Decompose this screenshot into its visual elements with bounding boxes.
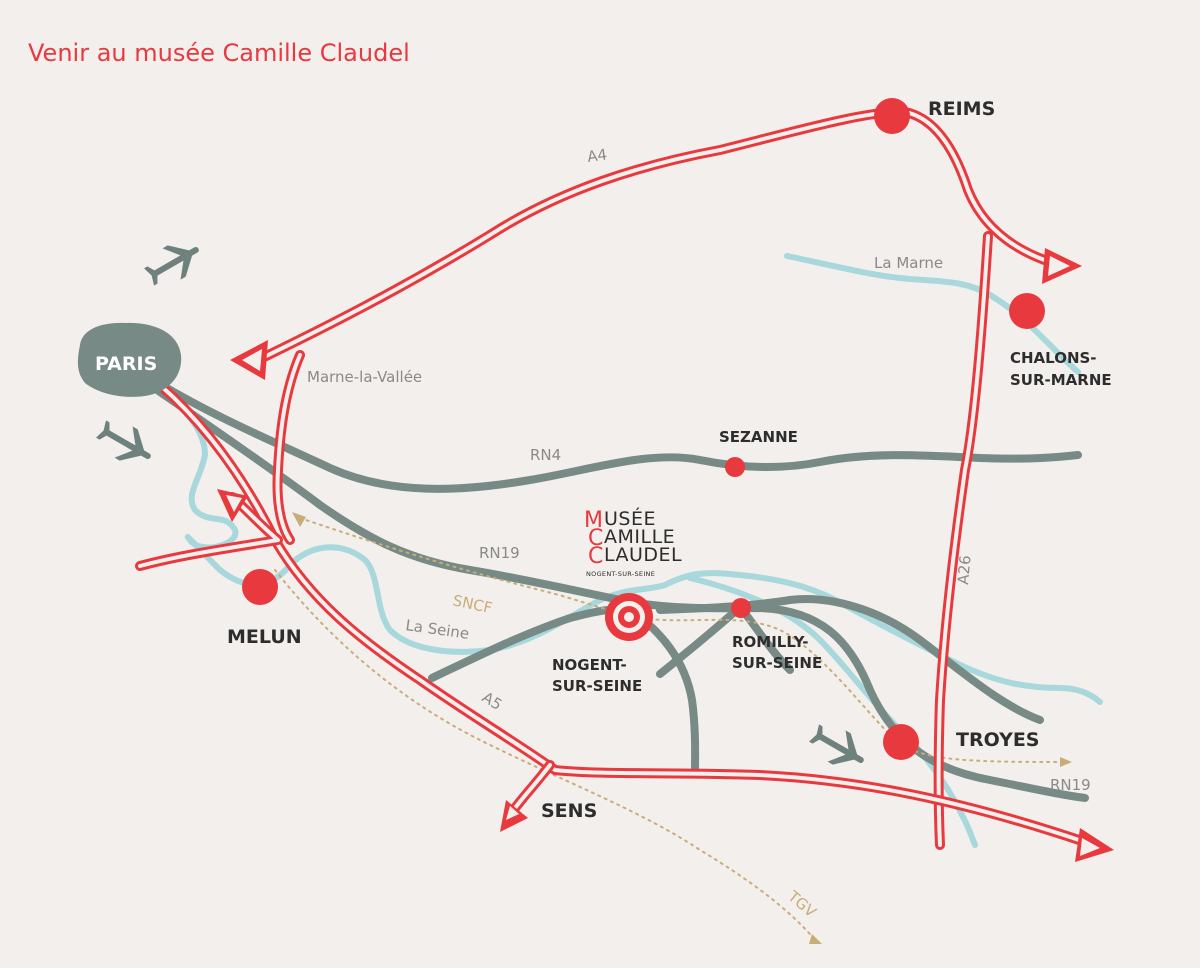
map-title: Venir au musée Camille Claudel: [28, 39, 410, 67]
river-label-marne: La Marne: [874, 254, 943, 272]
river-seine: [147, 375, 1103, 705]
city-label-nogent-2: SUR-SEINE: [552, 677, 642, 695]
river-label-seine: La Seine: [404, 616, 470, 643]
road-label-a26: A26: [954, 555, 974, 586]
logo-line2: AMILLE: [604, 526, 675, 548]
city-label-chalons-2: SUR-MARNE: [1010, 371, 1112, 389]
logo-initial-c1: C: [588, 526, 603, 551]
airplane-icon: [96, 420, 151, 461]
city-label-nogent-1: NOGENT-: [552, 656, 627, 674]
city-dot-chalons: [1009, 293, 1045, 329]
road-label-rn19-east: RN19: [1050, 776, 1091, 794]
museum-logo: M USÉE C AMILLE C LAUDEL NOGENT-SUR-SEIN…: [584, 507, 682, 578]
rail-sncf-east-arrow-icon: [1060, 757, 1072, 767]
road-label-rn19-west: RN19: [479, 544, 520, 562]
highways: [135, 106, 1090, 850]
city-label-paris: PARIS: [95, 353, 157, 375]
rail-tgv-arrow-icon: [809, 934, 822, 944]
city-markers: [242, 98, 1045, 760]
road-label-a5: A5: [479, 688, 505, 714]
road-east: [656, 595, 1044, 724]
road-labels: A4 Marne-la-Vallée RN4 RN19 A5 A26 RN19: [307, 145, 1091, 794]
logo-subtitle: NOGENT-SUR-SEINE: [586, 570, 655, 578]
city-label-romilly-1: ROMILLY-: [732, 633, 808, 651]
rail-tgv: [274, 569, 816, 941]
rail-label-sncf: SNCF: [451, 591, 494, 617]
rail-sncf-arrow-icon: [292, 512, 306, 527]
logo-initial-m: M: [584, 508, 603, 533]
airplane-icon: [144, 245, 199, 286]
road-label-marne-la-vallee: Marne-la-Vallée: [307, 368, 422, 386]
airplane-icon: [809, 724, 864, 765]
road-label-a4: A4: [586, 145, 608, 166]
river-labels: La Marne La Seine: [404, 254, 943, 643]
highway-arrows: [217, 248, 1114, 862]
museum-target-icon: [605, 593, 653, 641]
rail-label-tgv: TGV: [784, 887, 821, 922]
city-label-sezanne: SEZANNE: [719, 428, 798, 446]
paris-shape: [77, 322, 182, 397]
road-rn4: [146, 374, 1082, 493]
city-dot-sezanne: [725, 457, 745, 477]
city-label-melun: MELUN: [227, 626, 302, 648]
paris-marker: PARIS: [77, 322, 182, 397]
city-label-troyes: TROYES: [956, 729, 1040, 751]
logo-line1: USÉE: [604, 507, 656, 530]
city-dot-melun: [242, 569, 278, 605]
city-label-chalons-1: CHALONS-: [1010, 349, 1097, 367]
city-dot-reims: [874, 98, 910, 134]
logo-line3: LAUDEL: [604, 544, 682, 566]
road-label-rn4: RN4: [530, 446, 561, 464]
logo-initial-c2: C: [588, 544, 603, 569]
city-dot-troyes: [883, 724, 919, 760]
highway-a4: [253, 106, 1055, 365]
city-label-romilly-2: SUR-SEINE: [732, 654, 822, 672]
city-label-reims: REIMS: [928, 98, 995, 120]
city-dot-romilly: [731, 598, 751, 618]
city-labels: REIMS CHALONS- SUR-MARNE SEZANNE MELUN N…: [227, 98, 1112, 822]
city-label-sens: SENS: [541, 800, 597, 822]
